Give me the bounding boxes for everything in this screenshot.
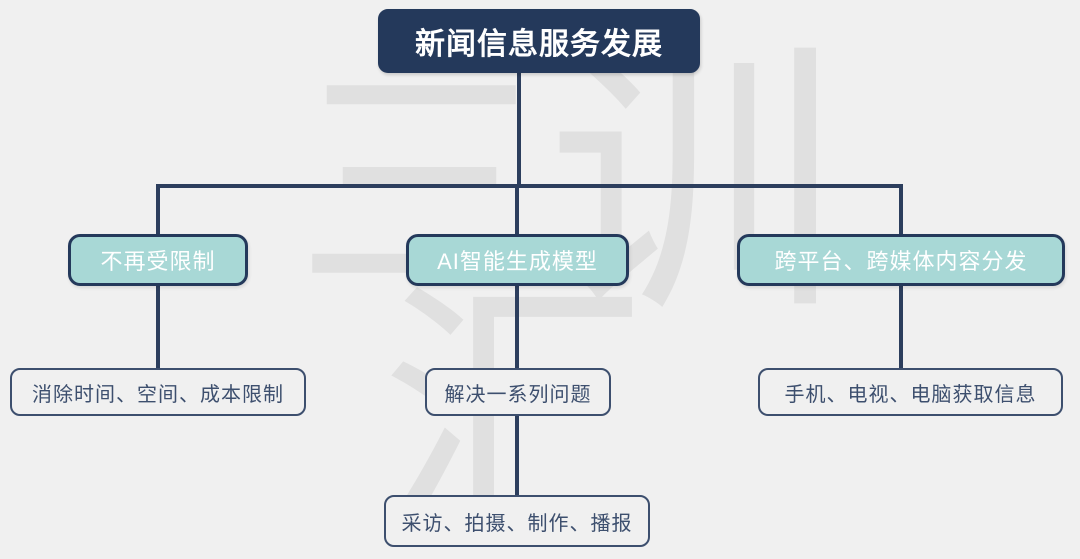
leaf-node-label: 解决一系列问题 [444,383,592,406]
leaf-node-label: 手机、电视、电脑获取信息 [784,383,1037,406]
leaf-node-label: 采访、拍摄、制作、播报 [401,512,633,535]
branch-node-label: 跨平台、跨媒体内容分发 [774,249,1028,274]
branch-node-label: 不再受限制 [100,249,216,274]
branch-node-ai-model[interactable]: AI智能生成模型 [406,234,629,286]
branch-node-unrestricted[interactable]: 不再受限制 [68,234,248,286]
branch-node-label: AI智能生成模型 [437,249,598,274]
root-node-label: 新闻信息服务发展 [415,28,663,61]
leaf-node-devices[interactable]: 手机、电视、电脑获取信息 [758,368,1063,416]
root-node[interactable]: 新闻信息服务发展 [378,9,700,73]
branch-node-cross-platform[interactable]: 跨平台、跨媒体内容分发 [737,234,1065,286]
leaf-node-solve-problems[interactable]: 解决一系列问题 [425,368,611,416]
leaf-node-label: 消除时间、空间、成本限制 [32,383,284,406]
leaf-node-production-workflow[interactable]: 采访、拍摄、制作、播报 [384,495,650,547]
leaf-node-remove-limits[interactable]: 消除时间、空间、成本限制 [10,368,306,416]
